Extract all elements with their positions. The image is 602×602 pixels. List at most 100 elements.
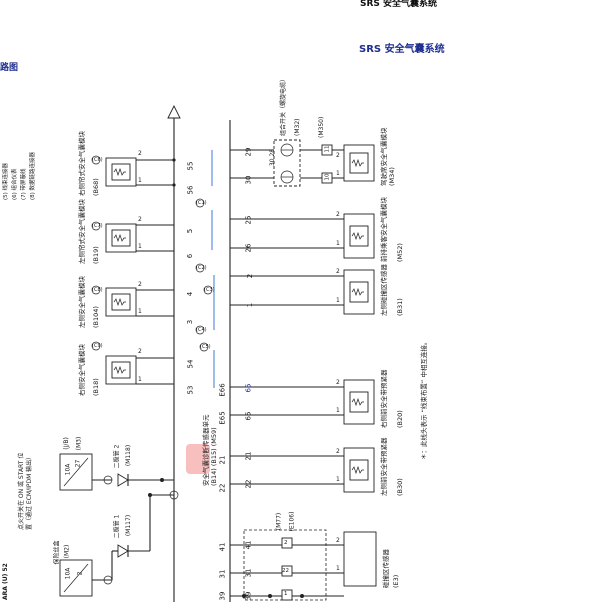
spiral-cable-conn: (M350) [318,116,325,138]
fuse-number: 27 [74,459,82,468]
bus-pin: 55 [186,161,195,171]
module-pin: 1 [336,476,340,483]
page-title: SRS 安全气囊系统 [359,44,445,55]
right-module-code: (E3) [392,574,400,588]
control-unit-label: 安全气囊诊断传感器单元 [202,414,210,487]
bus-pin: 3 [186,319,195,325]
legend-item: (7) 带屏蔽线 [21,168,27,200]
section-heading-fragment: 路图 [0,63,19,73]
left-module-code: (B19) [92,246,100,264]
right-module-code: (M52) [396,243,404,262]
module-pin: 1 [138,308,142,315]
side-code: ARA (U) 52 [2,563,9,600]
diode-label: 二极管 1 [113,514,121,539]
module-pin: 2 [138,281,142,288]
ground-pin: 2 [284,540,288,546]
module-pin: 2 [336,537,340,544]
ground-pin: 22 [282,568,289,574]
spiral-cable [273,139,333,187]
bus-pin: 56 [186,185,195,195]
right-module-code: (B20) [396,410,404,428]
bus-pin: 6 [186,253,195,259]
right-module-name: 左侧碰撞区传感器 [380,264,388,316]
module-pin: 2 [138,348,142,355]
right-pin: 2 [246,273,255,279]
bus-pin: 5 [186,228,195,234]
left-module-name: 左侧帘式安全气囊模块 [78,199,86,264]
left-module-3 [105,287,174,317]
connector-label: (C3) [204,287,215,293]
fuse-rating: 10A [64,463,72,476]
connector-label: (C4) [196,327,207,333]
module-pin: 1 [138,177,142,184]
right-pin: 31 [244,568,253,578]
bus-pin: E66 [218,383,227,397]
spiral-pin: 11 [324,145,331,153]
right-pin: 30 [244,175,253,185]
right-module-pretensioner-r [230,379,375,425]
module-pin: 2 [336,448,340,455]
right-module-code: (B30) [396,478,404,496]
spiral-cable-name: 组合开关（螺旋电缆） [280,75,287,136]
bus-pin: 4 [186,291,195,297]
module-pin: 2 [336,268,340,275]
legend-item: (8) 数据链路连接器 [30,151,36,200]
bus-pin: 21 [218,455,227,465]
bus-pin: 53 [186,385,195,395]
left-module-code: (B18) [92,378,100,396]
left-module-code: (B104) [92,306,100,328]
spiral-cable-pins: 30 28 [269,148,277,167]
crash-zone-sensor [230,529,377,601]
spiral-pin: 10 [324,173,331,181]
left-module-name: 左侧安全气囊模块 [78,276,86,328]
right-pin: 29 [244,147,253,157]
spiral-cable-code: (M32) [294,118,301,137]
ground-conn: (E106) [288,511,296,532]
highlight-marker [186,444,210,474]
right-module-satellite [230,269,375,315]
bus-pin: 22 [218,483,227,493]
module-pin: 1 [138,376,142,383]
module-pin: 1 [336,565,340,572]
legend-item: (5) 线束连接器 [3,162,9,200]
left-module-code: (B68) [92,178,100,196]
ignition-label: 点火开关在 ON 或 START 位置（通过 ECM/IPDM 输出） [18,452,33,530]
ground-pin: 1 [284,591,288,597]
bus-pin: 41 [218,542,227,552]
connector-label: (C7) [92,223,103,229]
connector-label: (C1) [196,200,207,206]
right-module-name: 碰撞区传感器 [382,549,390,588]
legend-item: (6) 组合仪表 [12,168,18,200]
module-pin: 2 [138,150,142,157]
connector-label: (C8) [92,287,103,293]
connector-label: (C5) [200,344,211,350]
fuse-section [59,453,179,597]
module-pin: 1 [336,297,340,304]
page-header-fragment: SRS 安全气囊系统 [360,0,438,9]
bus-arrow-icon [167,104,181,119]
connector-label: (C9) [92,343,103,349]
right-module-name: 右侧前安全带预紧器 [380,369,388,429]
right-module-name: 左侧前安全带预紧器 [380,437,388,497]
footnote: ＊：此线头表示 “线束布置” 中相互连接。 [420,338,428,460]
right-pin: 21 [244,451,253,461]
right-pin: 65 [244,383,253,393]
fuse-rating: 10A [64,567,72,580]
left-module-name: 右侧帘式安全气囊模块 [78,131,86,196]
connector-label: (C6) [92,157,103,163]
right-pin: 25 [244,215,253,225]
right-pin: 65 [244,411,253,421]
fuse-box-code: (J/B) [62,437,70,450]
right-module-pretensioner-l [230,447,375,493]
right-pin: 1 [246,302,255,308]
control-unit-connectors: (B14) (B15) (M59) [210,427,218,486]
module-pin: 1 [336,240,340,247]
bus-pin: 31 [218,569,227,579]
connector-markers [91,155,213,352]
diode-conn: (M118) [125,444,133,467]
bus-pin: 54 [186,359,195,369]
module-pin: 1 [336,170,340,177]
right-pin: 26 [244,243,253,253]
module-pin: 1 [138,243,142,250]
